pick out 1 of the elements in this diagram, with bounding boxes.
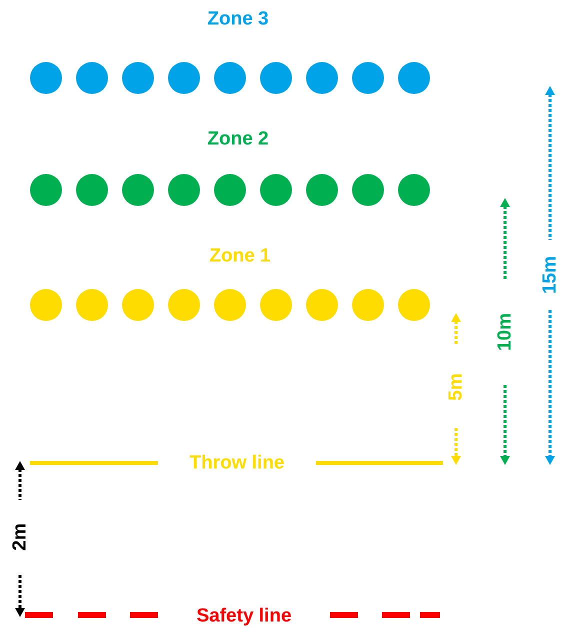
safety-line-label: Safety line <box>194 606 294 626</box>
